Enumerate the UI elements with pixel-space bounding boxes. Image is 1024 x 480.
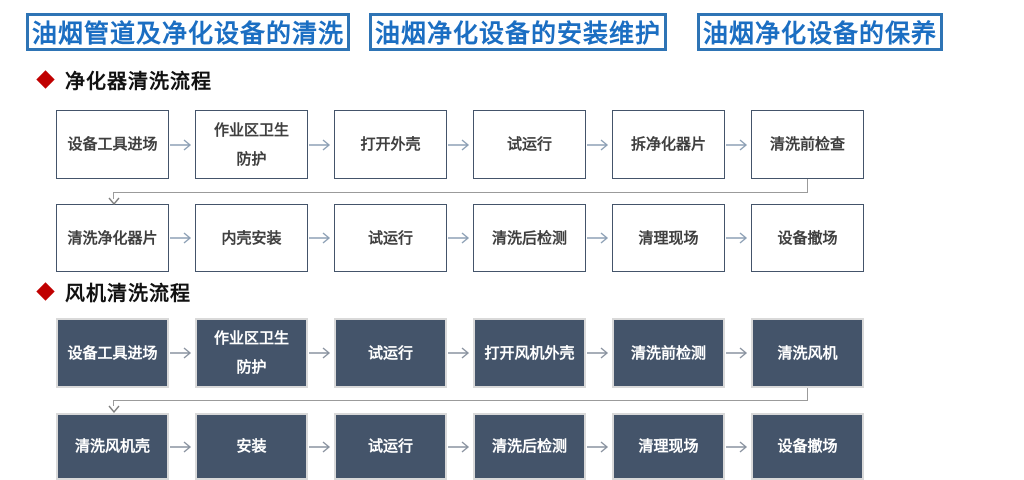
flow-step: 打开外壳 [334, 110, 447, 179]
flow-step: 试运行 [334, 413, 447, 480]
header-tab-pipe-purifier-cleaning: 油烟管道及净化设备的清洗 [26, 13, 350, 51]
connector-line [113, 400, 114, 406]
flow-step: 设备工具进场 [56, 318, 169, 388]
arrow-down-icon [108, 197, 120, 206]
flow-step: 作业区卫生 防护 [195, 318, 308, 388]
flow-step: 清洗后检测 [473, 204, 586, 272]
section-title-text: 净化器清洗流程 [65, 71, 212, 93]
flow-step: 清洗净化器片 [56, 204, 169, 272]
flow-step: 试运行 [334, 204, 447, 272]
arrow-right-icon [447, 318, 473, 388]
arrow-right-icon [586, 204, 612, 272]
flow-step: 清洗前检查 [751, 110, 864, 179]
arrow-right-icon [447, 110, 473, 179]
flow-row-fan-1: 设备工具进场作业区卫生 防护试运行打开风机外壳清洗前检测清洗风机 [56, 318, 864, 388]
flow-step: 设备撤场 [751, 413, 864, 480]
flow-row-purifier-1: 设备工具进场作业区卫生 防护打开外壳试运行拆净化器片清洗前检查 [56, 110, 864, 179]
header-tab-install-maintenance: 油烟净化设备的安装维护 [369, 13, 667, 51]
connector-line [807, 388, 808, 401]
connector-line [113, 192, 114, 199]
flow-step: 清理现场 [612, 204, 725, 272]
flow-step: 清洗前检测 [612, 318, 725, 388]
connector-line [807, 179, 808, 193]
arrow-right-icon [586, 110, 612, 179]
arrow-right-icon [169, 204, 195, 272]
flow-step: 安装 [195, 413, 308, 480]
arrow-right-icon [169, 110, 195, 179]
arrow-right-icon [308, 413, 334, 480]
arrow-right-icon [169, 318, 195, 388]
flow-step: 清洗后检测 [473, 413, 586, 480]
arrow-right-icon [586, 318, 612, 388]
flow-row-purifier-2: 清洗净化器片内壳安装试运行清洗后检测清理现场设备撤场 [56, 204, 864, 272]
diamond-bullet-icon [36, 70, 55, 89]
flow-step: 内壳安装 [195, 204, 308, 272]
flow-step: 设备撤场 [751, 204, 864, 272]
flow-step: 设备工具进场 [56, 110, 169, 179]
arrow-right-icon [725, 110, 751, 179]
arrow-right-icon [586, 413, 612, 480]
flow-step: 试运行 [473, 110, 586, 179]
arrow-right-icon [725, 204, 751, 272]
arrow-right-icon [308, 204, 334, 272]
flow-step: 拆净化器片 [612, 110, 725, 179]
section-title-fan: 风机清洗流程 [36, 277, 191, 306]
flow-step: 清洗风机壳 [56, 413, 169, 480]
arrow-right-icon [169, 413, 195, 480]
arrow-right-icon [447, 413, 473, 480]
flow-step: 清洗风机 [751, 318, 864, 388]
arrow-right-icon [725, 413, 751, 480]
flow-step: 作业区卫生 防护 [195, 110, 308, 179]
arrow-right-icon [725, 318, 751, 388]
arrow-down-icon [108, 405, 120, 414]
flow-step: 试运行 [334, 318, 447, 388]
arrow-right-icon [308, 110, 334, 179]
flow-row-fan-2: 清洗风机壳安装试运行清洗后检测清理现场设备撤场 [56, 413, 864, 480]
connector-line [113, 192, 808, 193]
header-tab-upkeep: 油烟净化设备的保养 [697, 13, 943, 51]
section-title-purifier: 净化器清洗流程 [36, 65, 212, 94]
flow-step: 打开风机外壳 [473, 318, 586, 388]
diamond-bullet-icon [36, 282, 55, 301]
arrow-right-icon [447, 204, 473, 272]
connector-line [113, 400, 808, 401]
flow-step: 清理现场 [612, 413, 725, 480]
section-title-text: 风机清洗流程 [65, 283, 191, 305]
arrow-right-icon [308, 318, 334, 388]
